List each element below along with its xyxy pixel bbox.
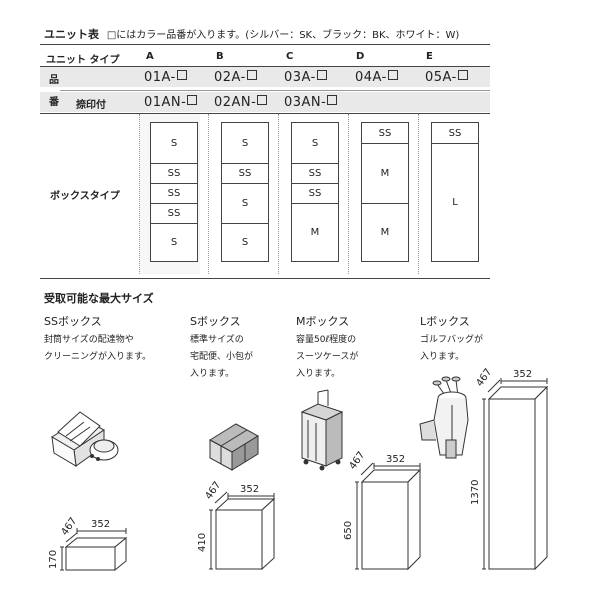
box-segment: S — [151, 223, 197, 261]
m-depth-label: 467 — [347, 450, 367, 472]
type-e: E — [426, 51, 433, 62]
unit-type-label: ユニット タイプ — [46, 55, 120, 66]
m-dimension-box — [355, 462, 422, 571]
unit-a: S SS SS SS S — [150, 122, 198, 262]
unit-c: S SS SS M — [291, 122, 339, 262]
column-separator — [278, 114, 280, 274]
column-separator — [139, 114, 141, 274]
box-segment: S — [241, 137, 249, 149]
l-depth-label: 467 — [474, 367, 494, 389]
s-box-title: Sボックス — [190, 315, 241, 328]
max-size-title: 受取可能な最大サイズ — [44, 292, 154, 305]
parcel-box-icon — [209, 423, 259, 471]
ss-width-label: 352 — [91, 519, 110, 530]
ss-box-desc: 封筒サイズの配達物やクリーニングが入ります。 — [44, 335, 152, 362]
l-box-desc: ゴルフバッグが入ります。 — [420, 335, 484, 362]
divider — [40, 278, 490, 279]
divider — [40, 44, 490, 45]
s-dimension-box — [209, 491, 276, 571]
box-segment: SS — [378, 127, 392, 139]
column-separator — [348, 114, 350, 274]
m-box-desc: 容量50ℓ程度のスーツケースが入ります。 — [296, 335, 359, 379]
code-c: 03A- — [284, 70, 327, 85]
unit-e: SS L — [431, 122, 479, 262]
golf-bag-icon — [419, 376, 469, 459]
box-segment: SS — [151, 183, 197, 203]
m-width-label: 352 — [386, 454, 405, 465]
code-a: 01A- — [144, 70, 187, 85]
unit-table-title: ユニット表 — [44, 28, 99, 41]
ss-height-label: 170 — [48, 550, 59, 569]
box-segment: S — [222, 223, 268, 261]
box-segment: SS — [222, 163, 268, 183]
s-height-label: 410 — [197, 533, 208, 552]
unit-d: SS M M — [361, 122, 409, 262]
ss-depth-label: 467 — [59, 516, 79, 538]
mailbox-icon — [51, 411, 119, 467]
type-d: D — [356, 51, 365, 62]
ss-dimension-box — [60, 528, 128, 572]
stamp-label: 捺印付 — [76, 100, 106, 111]
box-segment: SS — [151, 203, 197, 223]
type-a: A — [146, 51, 154, 62]
m-height-label: 650 — [343, 521, 354, 540]
box-segment: SS — [448, 127, 462, 139]
note-square: □ — [106, 30, 117, 41]
color-code-note: □にはカラー品番が入ります。(シルバー：SK、ブラック：BK、ホワイト：W) — [107, 30, 459, 41]
divider — [40, 113, 490, 114]
stamp-code-row — [40, 92, 490, 112]
box-segment: S — [170, 137, 178, 149]
suitcase-icon — [300, 389, 344, 471]
code-b: 02A- — [214, 70, 257, 85]
stamp-code-b: 02AN- — [214, 95, 268, 110]
unit-table-header: ユニット表 □にはカラー品番が入ります。(シルバー：SK、ブラック：BK、ホワイ… — [44, 26, 459, 42]
divider — [40, 66, 490, 67]
m-box-title: Mボックス — [296, 315, 350, 328]
box-segment: S — [311, 137, 319, 149]
box-segment: SS — [292, 183, 338, 203]
box-segment: S — [222, 183, 268, 223]
box-segment: SS — [151, 163, 197, 183]
code-row — [40, 67, 490, 87]
s-width-label: 352 — [240, 484, 259, 495]
type-c: C — [286, 51, 294, 62]
hinban-label-top: 品 — [49, 75, 59, 86]
l-height-label: 1370 — [470, 480, 481, 505]
column-separator — [208, 114, 210, 274]
box-segment: SS — [292, 163, 338, 183]
note-text: にはカラー品番が入ります。(シルバー：SK、ブラック：BK、ホワイト：W) — [116, 30, 460, 41]
code-e: 05A- — [425, 70, 468, 85]
l-dimension-box — [482, 378, 549, 571]
unit-b: S SS S S — [221, 122, 269, 262]
stamp-code-a: 01AN- — [144, 95, 198, 110]
ss-box-title: SSボックス — [44, 315, 102, 328]
s-box-desc: 標準サイズの宅配便、小包が入ります。 — [190, 335, 254, 379]
l-box-title: Lボックス — [420, 315, 470, 328]
l-width-label: 352 — [513, 369, 532, 380]
type-b: B — [216, 51, 224, 62]
box-type-label: ボックスタイプ — [50, 191, 120, 202]
stamp-code-c: 03AN- — [284, 95, 338, 110]
box-segment: M — [362, 143, 408, 203]
column-separator — [418, 114, 420, 274]
box-segment: M — [362, 203, 408, 261]
hinban-label-bottom: 番 — [49, 97, 59, 108]
code-d: 04A- — [355, 70, 398, 85]
divider — [60, 90, 490, 91]
box-segment: L — [432, 143, 478, 261]
box-segment: M — [292, 203, 338, 261]
